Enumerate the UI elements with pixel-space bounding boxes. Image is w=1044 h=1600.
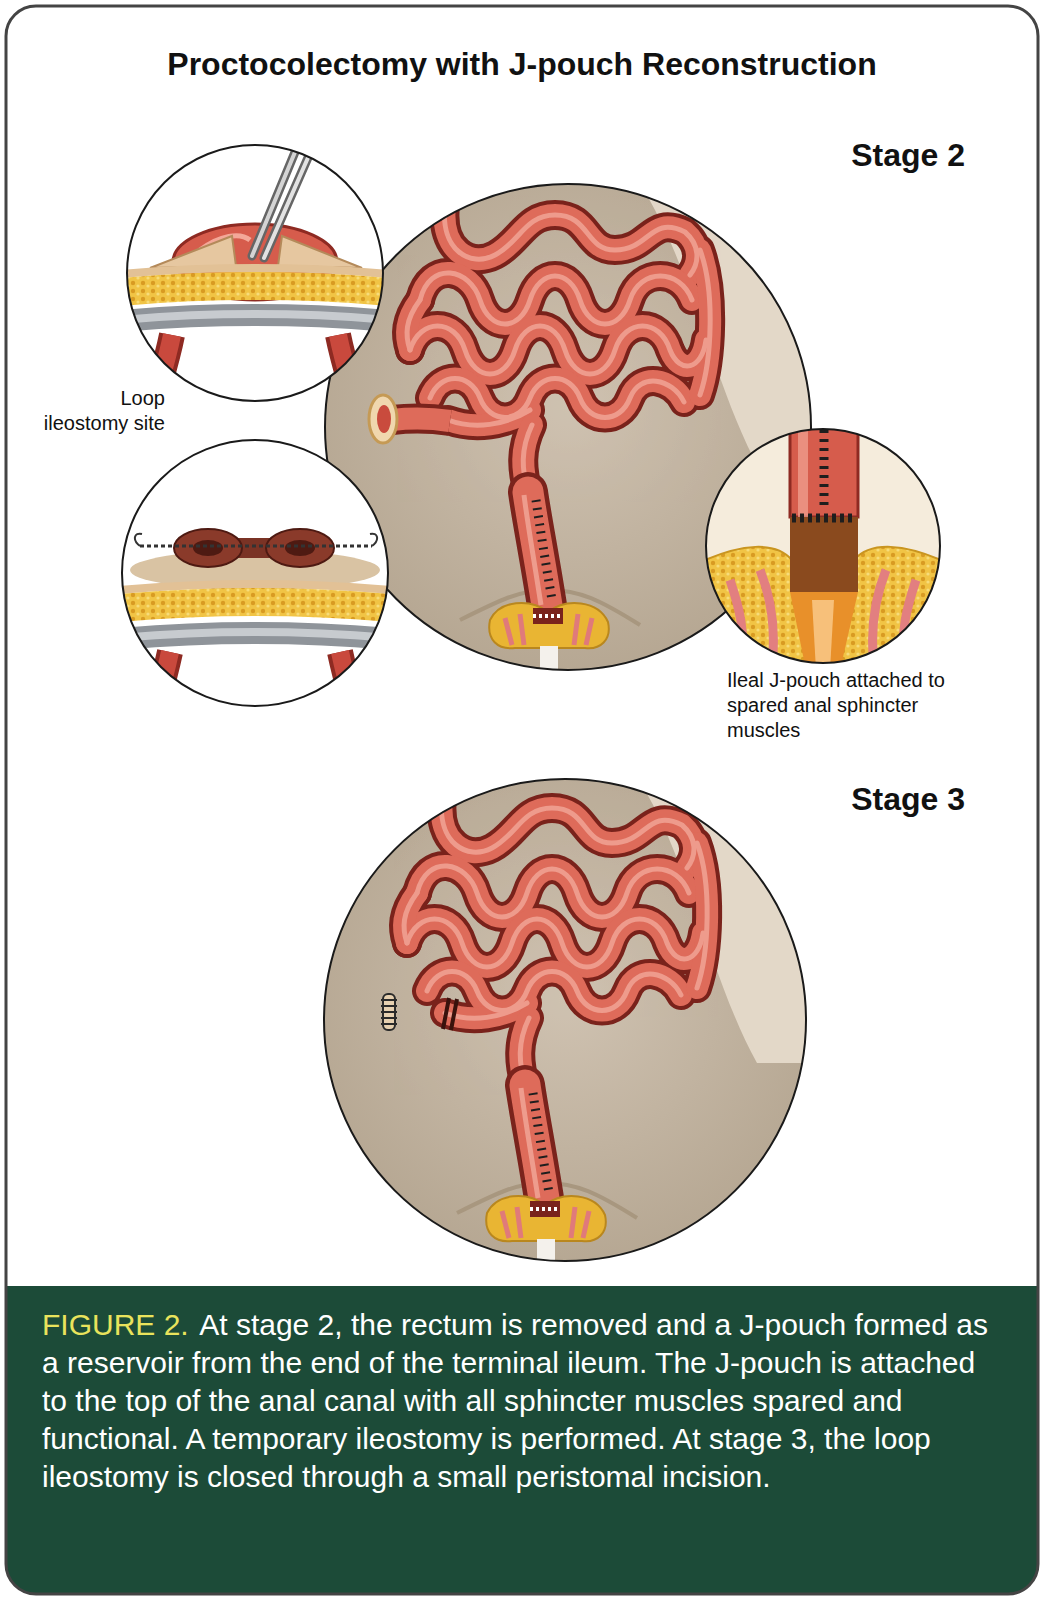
- callout-label: Loop ileostomy site: [40, 386, 165, 436]
- stage-heading: Stage 2: [765, 136, 965, 174]
- caption-block: FIGURE 2.At stage 2, the rectum is remov…: [42, 1306, 1007, 1496]
- callout-label: Ileal J-pouch attached to spared anal sp…: [727, 668, 989, 743]
- figure-title: Proctocolectomy with J-pouch Reconstruct…: [20, 44, 1024, 84]
- stage-heading: Stage 3: [765, 780, 965, 818]
- figure-number: FIGURE 2.: [42, 1308, 189, 1341]
